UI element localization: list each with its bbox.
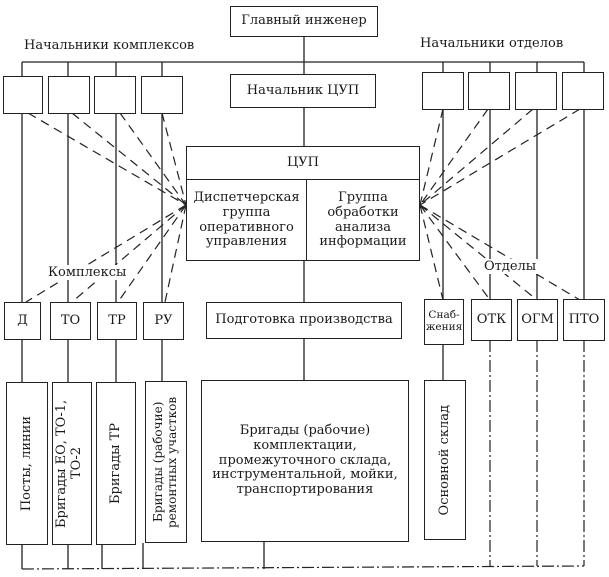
department-head-box <box>515 72 557 110</box>
brigade-repair-sections: Бригады (рабочие) ремонтных участков <box>145 381 187 543</box>
department-unit-otk: ОТК <box>471 299 512 341</box>
main-warehouse-box: Основной склад <box>424 380 466 540</box>
department-unit-pto: ПТО <box>563 299 605 341</box>
cup-head-box: Начальник ЦУП <box>230 74 376 108</box>
department-heads-label: Начальники отделов <box>418 36 566 51</box>
dispatch-group: Диспетчерская группа оперативного управл… <box>187 180 307 261</box>
complexes-label: Комплексы <box>46 265 129 280</box>
department-head-box <box>422 72 464 110</box>
cup-title: ЦУП <box>187 147 419 180</box>
department-head-box <box>562 72 604 110</box>
complex-unit-ru: РУ <box>143 302 184 340</box>
complex-head-box <box>48 76 90 114</box>
prep-brigades-box: Бригады (рабочие) комплектации, промежут… <box>201 380 409 542</box>
brigade-eo-to: Бригады ЕО, ТО-1, ТО-2 <box>52 382 92 545</box>
cup-head-label: Начальник ЦУП <box>246 82 360 98</box>
complex-unit-tr: ТР <box>97 302 137 340</box>
complex-head-box <box>141 76 183 114</box>
complex-head-box <box>94 76 136 114</box>
departments-label: Отделы <box>482 259 539 274</box>
department-unit-ogm: ОГМ <box>517 299 558 341</box>
chief-engineer-label: Главный инженер <box>241 13 367 29</box>
bottom-bus <box>21 565 585 570</box>
brigade-tr: Бригады ТР <box>96 382 136 545</box>
department-head-box <box>468 72 510 110</box>
brigade-posts-lines: Посты, линии <box>6 382 48 545</box>
complex-unit-to: ТО <box>50 302 91 340</box>
complex-head-box <box>3 76 43 114</box>
complex-unit-d: Д <box>4 302 41 340</box>
department-unit-supply: Снаб-жения <box>424 299 464 345</box>
chief-engineer-box: Главный инженер <box>230 6 378 37</box>
analysis-group: Группа обработки анализа информации <box>319 189 407 250</box>
complex-heads-label: Начальники комплексов <box>22 38 197 53</box>
cup-box: ЦУП Диспетчерская группа оперативного уп… <box>186 146 420 261</box>
production-prep-box: Подготовка производства <box>206 302 402 339</box>
